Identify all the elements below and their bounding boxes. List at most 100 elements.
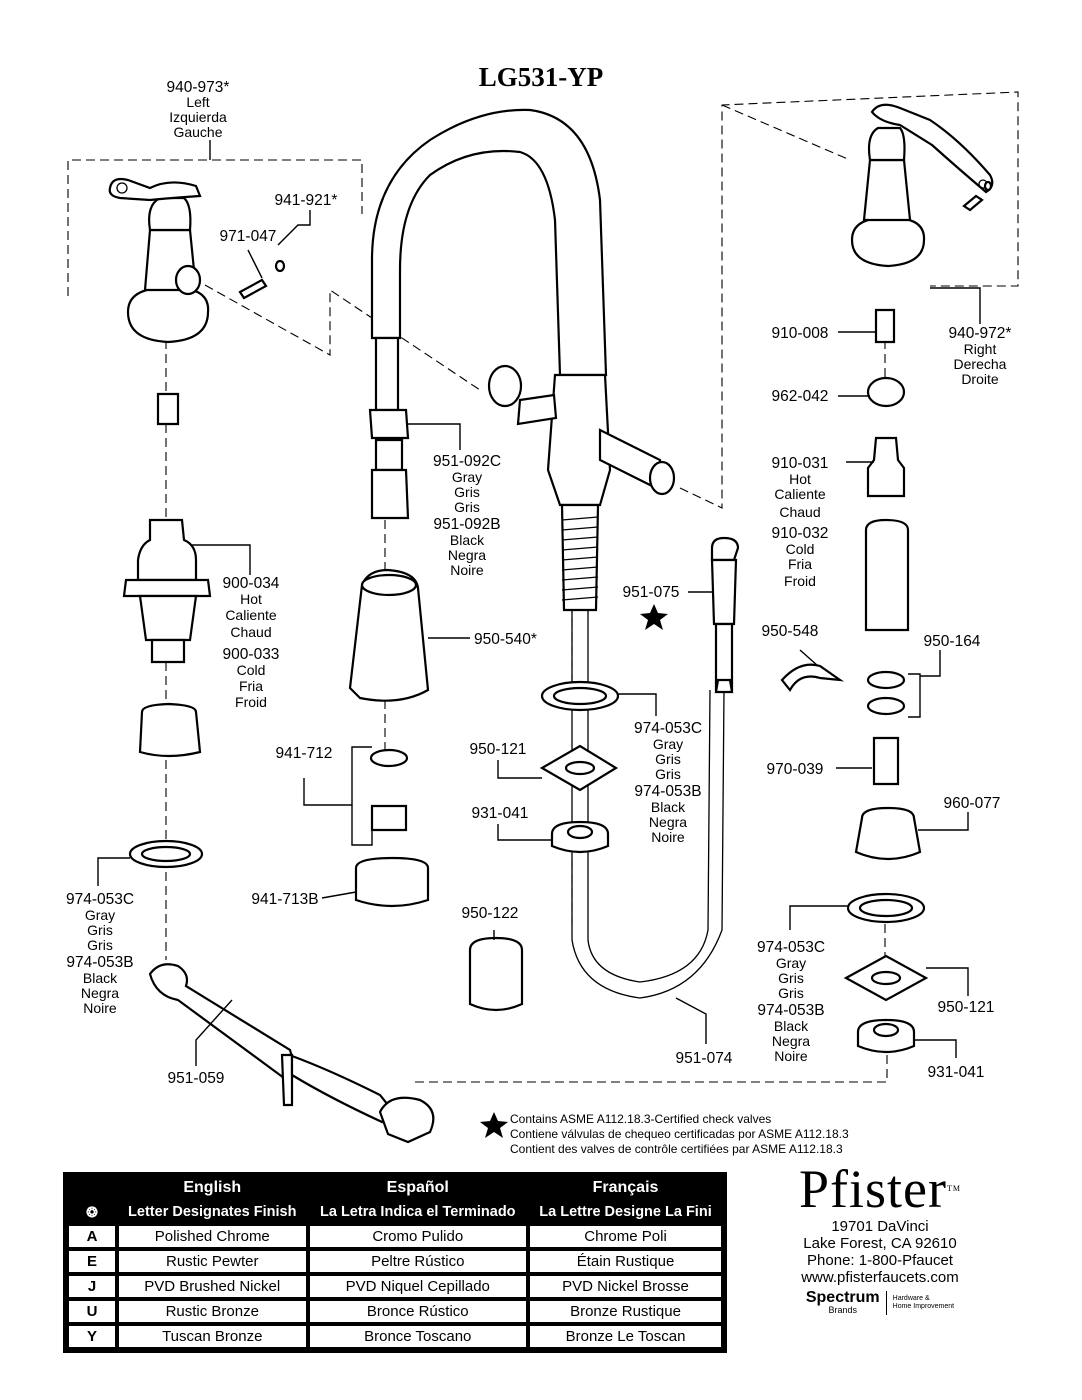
svg-text:Gris: Gris [655, 751, 681, 767]
address-line: 19701 DaVinci [831, 1218, 929, 1235]
svg-text:Noire: Noire [774, 1048, 808, 1064]
table-row: E Rustic Pewter Peltre Rústico Étain Rus… [69, 1251, 721, 1272]
svg-text:Chaud: Chaud [779, 504, 820, 520]
label-931-041-mid: 931-041 [472, 805, 529, 822]
subheader-francais: La Lettre Designe La Fini [539, 1204, 712, 1220]
svg-text:Contains ASME A112.18.3-Certif: Contains ASME A112.18.3-Certified check … [510, 1112, 771, 1126]
finish-table: English Español Français ❂ Letter Design… [63, 1172, 727, 1353]
svg-text:Fria: Fria [788, 556, 812, 572]
phone-line: Phone: 1-800-Pfaucet [807, 1252, 953, 1269]
website-line: www.pfisterfaucets.com [801, 1269, 959, 1286]
svg-text:Negra: Negra [448, 547, 486, 563]
svg-text:Derecha: Derecha [954, 356, 1007, 372]
svg-text:Gray: Gray [776, 955, 806, 971]
svg-text:Hot: Hot [789, 471, 811, 487]
svg-text:Cold: Cold [237, 662, 266, 678]
svg-text:Froid: Froid [784, 573, 816, 589]
finish-spanish: Bronce Toscano [309, 1326, 527, 1347]
svg-text:940-973*: 940-973* [167, 79, 230, 96]
right-handle-assembly [850, 103, 994, 268]
svg-text:900-034: 900-034 [223, 575, 280, 592]
spout-and-body [368, 108, 725, 999]
label-974-053-left: 974-053C Gray Gris Gris 974-053B Black N… [66, 891, 134, 1016]
label-950-540: 950-540* [474, 631, 537, 648]
label-950-548: 950-548 [762, 623, 819, 640]
label-941-713b: 941-713B [251, 891, 318, 908]
svg-text:Black: Black [774, 1018, 809, 1034]
svg-text:Gris: Gris [454, 484, 480, 500]
svg-text:974-053B: 974-053B [66, 954, 133, 971]
svg-text:974-053C: 974-053C [634, 720, 702, 737]
svg-text:974-053B: 974-053B [634, 783, 701, 800]
finish-symbol-icon: ❂ [86, 1203, 98, 1220]
finish-english: Tuscan Bronze [119, 1326, 306, 1347]
svg-text:951-092B: 951-092B [433, 516, 500, 533]
svg-text:Gris: Gris [655, 766, 681, 782]
svg-text:Gris: Gris [454, 499, 480, 515]
label-931-041-right: 931-041 [928, 1064, 985, 1081]
finish-french: Bronze Le Toscan [530, 1326, 721, 1347]
svg-text:Contiene válvulas de chequeo c: Contiene válvulas de chequeo certificada… [510, 1127, 849, 1141]
label-951-059: 951-059 [168, 1070, 225, 1087]
label-950-121-right: 950-121 [938, 999, 995, 1016]
svg-text:Left: Left [186, 94, 209, 110]
label-910-008: 910-008 [772, 325, 829, 342]
svg-text:Contient des valves de contrôl: Contient des valves de contrôle certifié… [510, 1142, 843, 1156]
sprayer-assembly [348, 568, 524, 1012]
brand-block: PfisterTM 19701 DaVinci Lake Forest, CA … [760, 1160, 1000, 1315]
table-row: Y Tuscan Bronze Bronce Toscano Bronze Le… [69, 1326, 721, 1347]
svg-text:Right: Right [964, 341, 997, 357]
svg-text:Chaud: Chaud [230, 624, 271, 640]
finish-table-subheader: ❂ Letter Designates Finish La Letra Indi… [69, 1202, 721, 1222]
svg-text:900-033: 900-033 [223, 646, 280, 663]
label-974-053-right: 974-053C Gray Gris Gris 974-053B Black N… [757, 939, 825, 1064]
left-handle-assembly [108, 177, 286, 344]
svg-text:910-032: 910-032 [772, 525, 829, 542]
svg-text:951-092C: 951-092C [433, 453, 501, 470]
label-951-092: 951-092C Gray Gris Gris 951-092B Black N… [433, 453, 501, 578]
label-950-121-mid: 950-121 [470, 741, 527, 758]
finish-french: PVD Nickel Brosse [530, 1276, 721, 1297]
finish-code: A [69, 1226, 115, 1247]
svg-text:Droite: Droite [961, 371, 999, 387]
center-mount-stack [539, 680, 620, 854]
svg-text:Gray: Gray [85, 907, 115, 923]
finish-code: E [69, 1251, 115, 1272]
finish-english: Rustic Pewter [119, 1251, 306, 1272]
model-title: LG531-YP [479, 62, 604, 92]
spectrum-brands-logo: Spectrum Brands Hardware & Home Improvem… [805, 1289, 955, 1316]
svg-text:Negra: Negra [81, 985, 119, 1001]
finish-english: Polished Chrome [119, 1226, 306, 1247]
label-941-921: 941-921* [275, 192, 338, 209]
svg-text:910-031: 910-031 [772, 455, 829, 472]
label-940-973: 940-973* Left Izquierda Gauche [167, 79, 230, 140]
finish-spanish: PVD Niquel Cepillado [309, 1276, 527, 1297]
svg-text:974-053C: 974-053C [66, 891, 134, 908]
svg-text:Caliente: Caliente [774, 486, 826, 502]
finish-french: Étain Rustique [530, 1251, 721, 1272]
finish-table-header: English Español Français [69, 1178, 721, 1198]
svg-text:Caliente: Caliente [225, 607, 277, 623]
finish-spanish: Cromo Pulido [309, 1226, 527, 1247]
label-941-712: 941-712 [276, 745, 333, 762]
check-valve [710, 536, 740, 694]
label-940-972: 940-972* Right Derecha Droite [949, 325, 1012, 387]
finish-english: Rustic Bronze [119, 1301, 306, 1322]
table-row: U Rustic Bronze Bronce Rústico Bronze Ru… [69, 1301, 721, 1322]
svg-text:Noire: Noire [83, 1000, 117, 1016]
finish-spanish: Bronce Rústico [309, 1301, 527, 1322]
svg-text:Gris: Gris [87, 922, 113, 938]
svg-text:940-972*: 940-972* [949, 325, 1012, 342]
svg-text:Black: Black [651, 799, 686, 815]
right-valve-stack [780, 308, 929, 1054]
finish-code: U [69, 1301, 115, 1322]
svg-text:Negra: Negra [772, 1033, 810, 1049]
subheader-english: Letter Designates Finish [128, 1204, 297, 1220]
svg-text:Hot: Hot [240, 591, 262, 607]
table-row: J PVD Brushed Nickel PVD Niquel Cepillad… [69, 1276, 721, 1297]
svg-text:Negra: Negra [649, 814, 687, 830]
svg-text:974-053C: 974-053C [757, 939, 825, 956]
header-francais: Français [592, 1179, 659, 1196]
svg-text:Gris: Gris [778, 970, 804, 986]
